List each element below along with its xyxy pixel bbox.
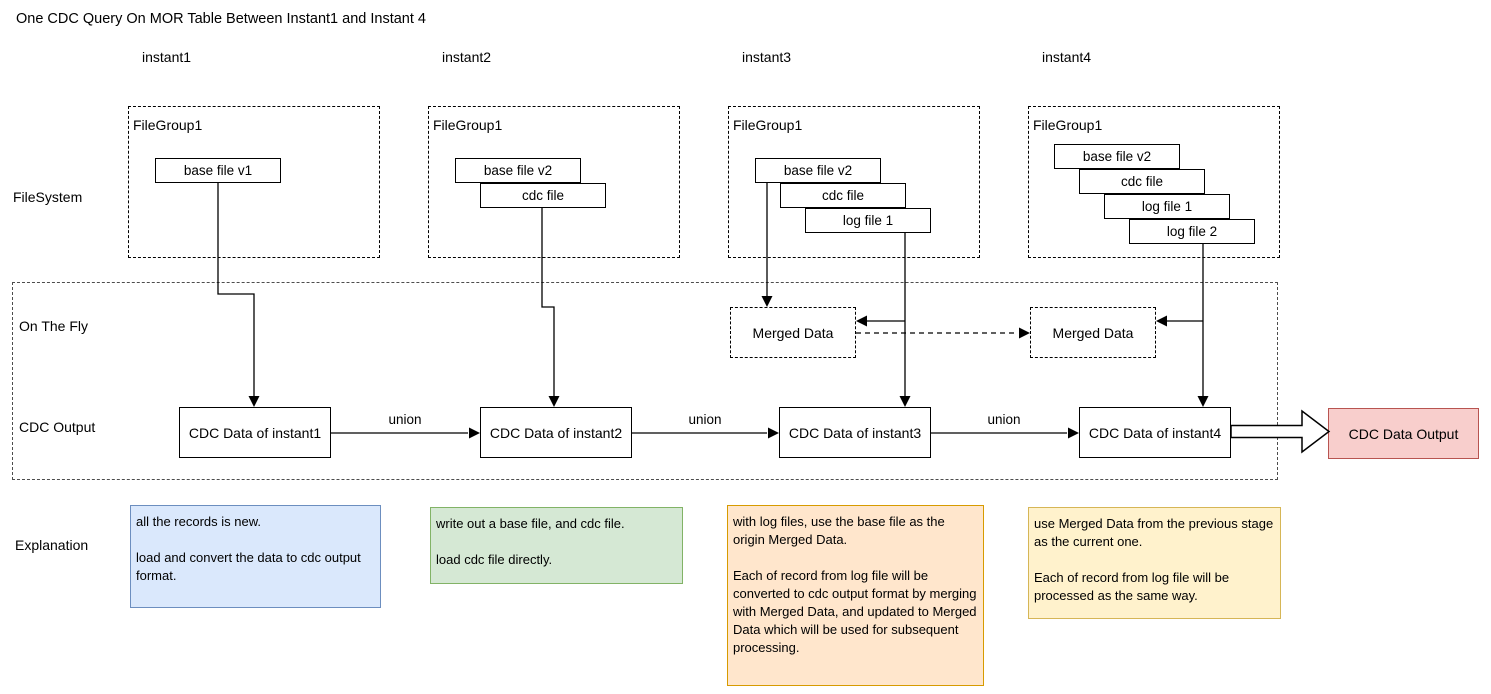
explanation-box-instant1: all the records is new. load and convert… [130, 505, 381, 608]
file-box-cdc-file: cdc file [480, 183, 606, 208]
merged-data-box-instant4: Merged Data [1030, 307, 1156, 358]
row-label-filesystem: FileSystem [13, 189, 83, 205]
cdc-data-box-instant1: CDC Data of instant1 [179, 407, 331, 458]
file-box-cdc-file: cdc file [1079, 169, 1205, 194]
file-box-log-file-1: log file 1 [1104, 194, 1230, 219]
union-label-2: union [688, 412, 722, 427]
file-box-cdc-file: cdc file [780, 183, 906, 208]
column-label-instant1: instant1 [142, 49, 192, 65]
filegroup-label: FileGroup1 [133, 117, 203, 133]
merged-data-box-instant3: Merged Data [730, 307, 856, 358]
row-label-cdc-output: CDC Output [19, 419, 96, 435]
filegroup-label: FileGroup1 [433, 117, 503, 133]
filegroup-instant3: FileGroup1 [728, 106, 980, 258]
file-box-log-file-2: log file 2 [1129, 219, 1255, 244]
filegroup-instant4: FileGroup1 [1028, 106, 1280, 258]
row-label-on-the-fly: On The Fly [19, 318, 88, 334]
cdc-data-box-instant4: CDC Data of instant4 [1079, 407, 1231, 458]
file-box-base-file-v2: base file v2 [755, 158, 881, 183]
union-label-1: union [388, 412, 422, 427]
cdc-data-box-instant3: CDC Data of instant3 [779, 407, 931, 458]
cdc-data-output-box: CDC Data Output [1328, 408, 1479, 459]
column-label-instant2: instant2 [442, 49, 492, 65]
row-label-explanation: Explanation [15, 537, 89, 553]
column-label-instant3: instant3 [742, 49, 792, 65]
file-box-base-file-v1: base file v1 [155, 158, 281, 183]
diagram-title: One CDC Query On MOR Table Between Insta… [16, 11, 426, 27]
column-label-instant4: instant4 [1042, 49, 1092, 65]
file-box-log-file-1: log file 1 [805, 208, 931, 233]
cdc-data-box-instant2: CDC Data of instant2 [480, 407, 632, 458]
processing-container [12, 282, 1278, 480]
file-box-base-file-v2: base file v2 [1054, 144, 1180, 169]
union-label-3: union [987, 412, 1021, 427]
filegroup-label: FileGroup1 [1033, 117, 1103, 133]
explanation-box-instant4: use Merged Data from the previous stage … [1028, 507, 1281, 619]
explanation-box-instant3: with log files, use the base file as the… [727, 505, 984, 686]
file-box-base-file-v2: base file v2 [455, 158, 581, 183]
explanation-box-instant2: write out a base file, and cdc file. loa… [430, 507, 683, 584]
filegroup-label: FileGroup1 [733, 117, 803, 133]
